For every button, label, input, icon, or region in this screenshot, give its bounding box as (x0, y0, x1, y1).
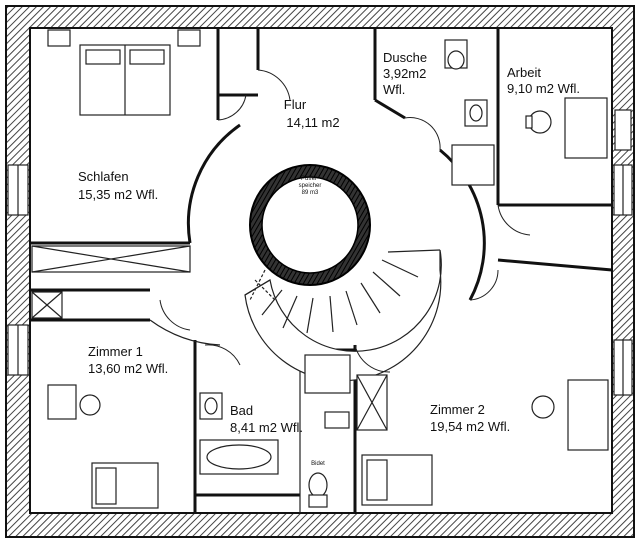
bad-area: 8,41 m2 Wfl. (230, 420, 303, 435)
buffer-label-1: Puffer- (301, 176, 319, 182)
room-labels: Flur 14,11 m2 Schlafen 15,35 m2 Wfl. Dus… (78, 50, 580, 435)
dusche-name: Dusche (383, 50, 427, 65)
arbeit-area: 9,10 m2 Wfl. (507, 81, 580, 96)
buffer-label-3: 89 m3 (302, 190, 319, 196)
wardrobe (31, 245, 191, 319)
schlafen-name: Schlafen (78, 169, 129, 184)
zimmer1-name: Zimmer 1 (88, 344, 143, 359)
office-desk (525, 97, 608, 159)
zimmer2-name: Zimmer 2 (430, 402, 485, 417)
schlafen-area: 15,35 m2 Wfl. (78, 187, 158, 202)
dusche-suffix: Wfl. (383, 82, 405, 97)
bath-fixtures: Bidet (199, 344, 351, 508)
zimmer1-area: 13,60 m2 Wfl. (88, 361, 168, 376)
windows (7, 109, 633, 396)
room1-furniture (47, 384, 159, 509)
double-bed (47, 29, 201, 116)
shower-fixtures (404, 39, 495, 186)
bidet-label: Bidet (311, 461, 325, 467)
flur-area: 14,11 m2 (286, 115, 339, 130)
room2-furniture (356, 374, 609, 506)
dusche-area: 3,92m2 (383, 66, 426, 81)
interior-walls (30, 28, 613, 513)
bad-name: Bad (230, 403, 253, 418)
doors (159, 69, 531, 373)
arbeit-name: Arbeit (507, 65, 541, 80)
spiral-staircase (244, 249, 442, 382)
zimmer2-area: 19,54 m2 Wfl. (430, 419, 510, 434)
buffer-label-2: speicher (299, 183, 322, 189)
buffer-tank: Puffer- speicher 89 m3 (249, 164, 371, 286)
flur-name: Flur (284, 97, 307, 112)
exterior-wall (5, 5, 635, 538)
